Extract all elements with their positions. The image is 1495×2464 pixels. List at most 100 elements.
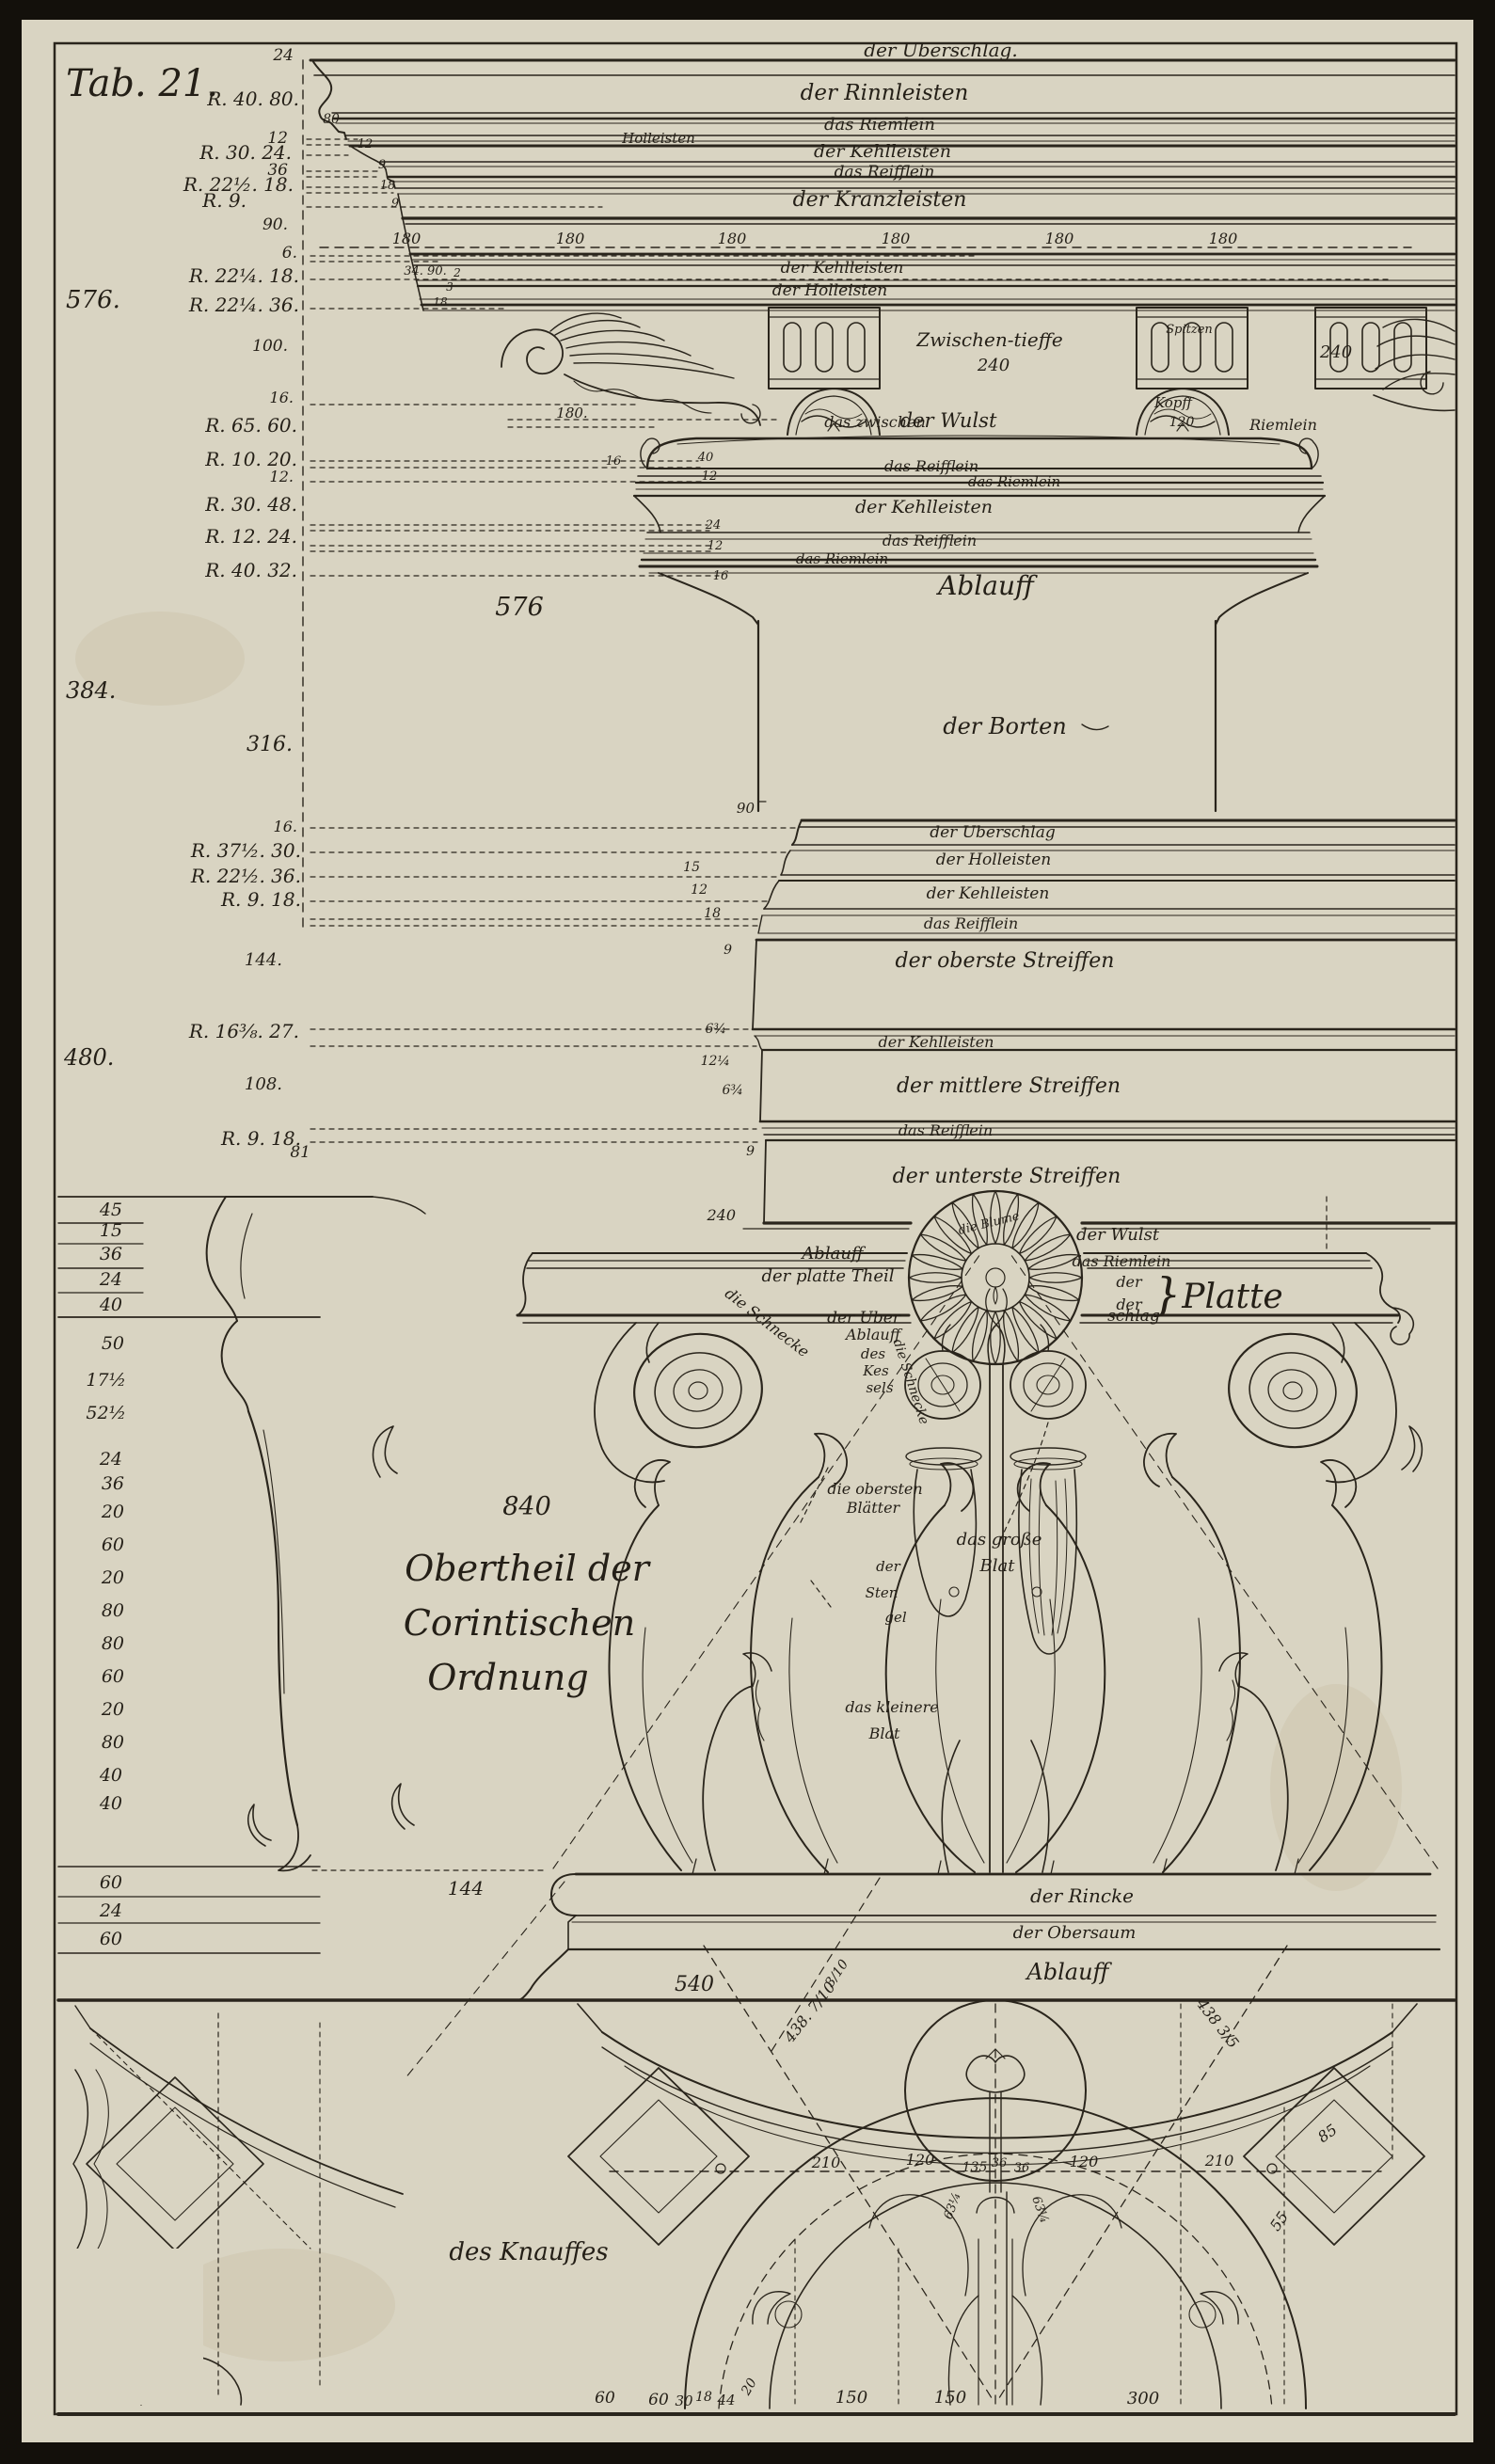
measurement-label: 30 [675,2392,693,2409]
part-label: R. 22½. 18. [183,173,294,196]
rosette-petal [1024,1233,1072,1262]
measurement-label: 24 [272,46,294,65]
measurement-label: 9 [378,158,386,172]
measurement-label: 90. [262,215,288,234]
label-rinnleisten: der Rinnleisten [801,81,969,105]
measurement-label: 108. [245,1074,282,1094]
measurement-label: 80 [323,112,340,127]
measurement-label: 36 [992,2156,1008,2170]
part-label: der Uber [827,1309,901,1327]
measurement-label: 210 [1204,2152,1234,2170]
measurement-label: 36 [1014,2161,1030,2175]
part-label: das Riemlein [1073,1252,1171,1270]
measurement-label: 150 [934,2388,966,2408]
part-label: der Wulst [1076,1225,1160,1245]
measurement-label: 40 [99,1793,122,1814]
measurement-label: 36 [267,161,288,180]
measurement-label: 2 [453,266,461,279]
part-label: Holleisten [621,130,695,147]
measurement-label: 480. [63,1044,114,1071]
height-576: 576. [66,286,120,314]
abacus-rosette [907,1189,1084,1366]
measurement-label: 135 [962,2160,988,2175]
acanthus-scroll-right [1373,318,1455,412]
label-wulst: der Wulst [900,409,997,432]
part-label: R. 16⅜. 27. [188,1020,299,1042]
label-kranzleisten: der Kranzleisten [793,188,967,212]
measurement-label: 180 [1045,230,1074,247]
measurement-label: 144. [245,950,282,970]
label-rincke: der Rincke [1030,1884,1134,1907]
calyx-right [1010,1447,1087,1655]
part-label: R. 9. [201,189,247,212]
part-label: Riemlein [1248,416,1317,434]
measurement-label: 90 [737,800,755,817]
rosette-petal [1027,1285,1080,1302]
part-label: R. 9. 18. [220,888,301,911]
measurement-label: 20 [101,1502,124,1522]
measurement-label: 12 [267,129,288,148]
measurement-label: 16. [274,818,297,835]
measurement-label: 540 [675,1973,714,1996]
measurement-label: 6¾ [706,1022,726,1037]
measurement-label: 180. [556,405,587,421]
measurement-label: 180 [556,230,585,247]
measurement-label: 60 [102,1534,124,1555]
plate-title-line1: Obertheil der [405,1548,652,1589]
part-label: R. 22½. 36. [190,865,301,887]
measurement-label: 12 [708,539,724,553]
part-label: der Kehlleisten [781,259,904,278]
rosette-petal [1003,1193,1020,1246]
rosette-petal [990,1190,1001,1245]
measurement-label: 36 [100,1244,122,1264]
rosette-petal [990,1311,1001,1365]
plate-number: Tab. 21. [66,62,218,105]
part-label: das zwischen [824,413,926,431]
part-label: das Reifflein [899,1121,993,1139]
measurement-label: 45 [99,1200,122,1220]
part-label: } [1153,1268,1182,1321]
part-label: der [1116,1296,1143,1313]
acanthus-scroll-left [501,312,761,426]
rosette-petal [1028,1272,1083,1283]
rosette-petal [1018,1216,1058,1255]
part-label: das Riemlein [824,115,935,135]
part-label: Kes [862,1362,889,1379]
measurement-label: 80 [102,1633,124,1654]
measurement-label: 240 [1319,342,1352,362]
measurement-label: 18 [380,179,396,193]
rosette-petal [1018,1300,1058,1340]
part-label: R. 10. 20. [204,448,297,470]
inner-helix-left [904,1324,981,1420]
measurement-label: 12¼ [701,1054,730,1069]
plan-center-circle [904,1999,1087,2182]
measurement-label: 120 [1070,2153,1099,2170]
label-knauffes: des Knauffes [449,2238,608,2266]
measurement-label: 17½ [86,1370,126,1391]
measurement-label: 60 [102,1666,124,1687]
measurement-label: 60 [100,1872,122,1893]
measurement-label: 210 [811,2154,841,2171]
part-label: sels [866,1379,893,1396]
part-label: R. 9. 18. [220,1127,301,1150]
measurement-label: 80 [102,1732,124,1753]
part-label: R. 22¼. 18. [188,264,299,287]
rosette-petal [919,1294,967,1322]
part-label: gel [884,1609,906,1626]
measurement-label: 52½ [86,1403,126,1423]
part-label: R. 37½. 30. [190,839,301,862]
corner-volute-right [1228,1322,1397,1484]
part-label: das Riemlein [968,473,1060,490]
measurement-label: 40 [697,451,714,465]
abacus-ear-curl [1390,1307,1415,1345]
rosette-petal [911,1285,963,1302]
measurement-label: 316. [247,733,293,756]
column-neck-section [756,619,1217,813]
measurement-label: 60 [595,2389,615,2408]
measurement-label: 6¾ [723,1083,743,1098]
measurement-label: 16 [606,454,622,469]
part-label: Blätter [846,1499,901,1517]
plan-diamond-right [1243,2067,1425,2246]
